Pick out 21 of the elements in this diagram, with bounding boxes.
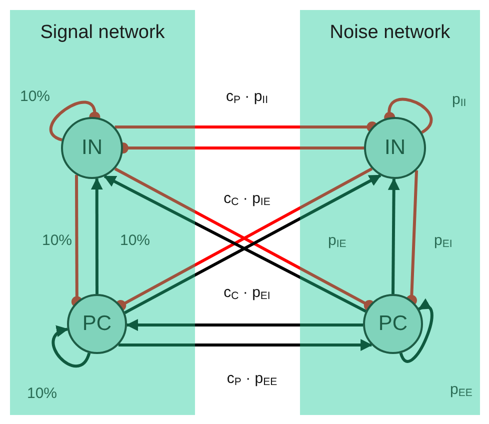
excitatory-arrow: [118, 339, 373, 351]
network-panel: [300, 10, 480, 415]
excitatory-arrow: [388, 178, 400, 294]
inhibitory-connection: [50, 100, 100, 142]
excitatory-arrow: [399, 300, 434, 363]
inhibitory-connection: [71, 174, 82, 308]
population-circle: [364, 117, 426, 179]
node-label: PC: [82, 312, 112, 336]
node-label: IN: [82, 136, 102, 160]
node-label: IN: [384, 136, 406, 160]
network-panel: [10, 10, 195, 415]
excitatory-arrow: [90, 178, 103, 294]
excitatory-arrow: [126, 319, 364, 331]
excitatory-arrow: [52, 327, 91, 368]
population-circle: [363, 294, 423, 354]
inhibitory-connection: [384, 98, 433, 134]
inhibitory-connection: [114, 122, 378, 132]
node-label: PC: [378, 312, 408, 336]
inhibitory-connection: [406, 170, 418, 306]
panel-heading: Signal network: [39, 22, 166, 44]
panel-heading: Noise network: [328, 22, 452, 44]
